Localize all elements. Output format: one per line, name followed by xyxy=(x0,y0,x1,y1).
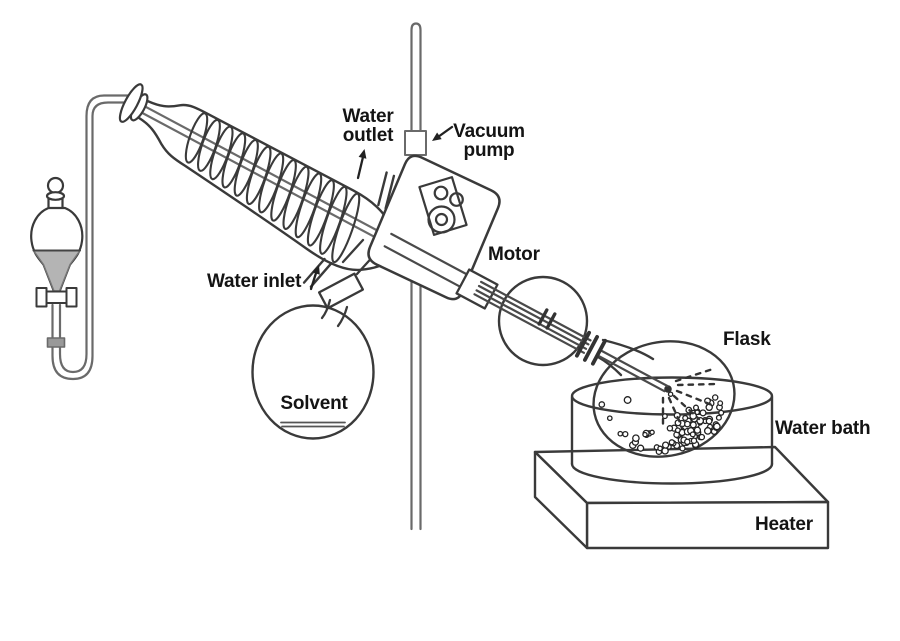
evaporating-flask xyxy=(592,338,736,458)
shaft-tip xyxy=(664,385,672,393)
vapor-spray xyxy=(661,367,719,430)
label-heater: Heater xyxy=(755,514,813,535)
rotating-shaft xyxy=(383,232,669,393)
condenser-flange xyxy=(118,83,149,123)
solvent-flask xyxy=(251,304,375,440)
label-vacuum-pump: Vacuum pump xyxy=(453,121,525,161)
label-water-bath: Water bath xyxy=(775,418,871,439)
annotation-arrows xyxy=(309,125,454,291)
bump-trap xyxy=(497,275,589,367)
funnel-liquid xyxy=(32,249,81,292)
stand-rod xyxy=(410,22,422,531)
label-solvent: Solvent xyxy=(280,393,348,414)
motor-housing xyxy=(367,154,501,301)
water-outlet-nozzle xyxy=(377,171,396,210)
water-outlet-flow-arrow xyxy=(356,149,367,180)
stand-clamp xyxy=(404,130,427,156)
label-water-outlet: Water outlet xyxy=(342,106,394,146)
vacuum-pump-arrow xyxy=(432,125,454,141)
heater-block xyxy=(533,445,830,550)
shaft-collar xyxy=(537,308,557,330)
label-water-inlet: Water inlet xyxy=(207,271,302,292)
water-bath-vessel xyxy=(570,376,774,485)
feed-tube xyxy=(46,94,131,381)
separating-funnel xyxy=(30,176,84,308)
joint-rings xyxy=(575,330,607,366)
motor-controls xyxy=(427,185,464,234)
flask-granules xyxy=(598,391,725,455)
condenser xyxy=(118,83,406,289)
stopcock xyxy=(35,287,78,308)
label-flask: Flask xyxy=(723,329,771,350)
water-inlet-flow-arrow xyxy=(309,265,320,291)
label-motor: Motor xyxy=(488,244,540,265)
